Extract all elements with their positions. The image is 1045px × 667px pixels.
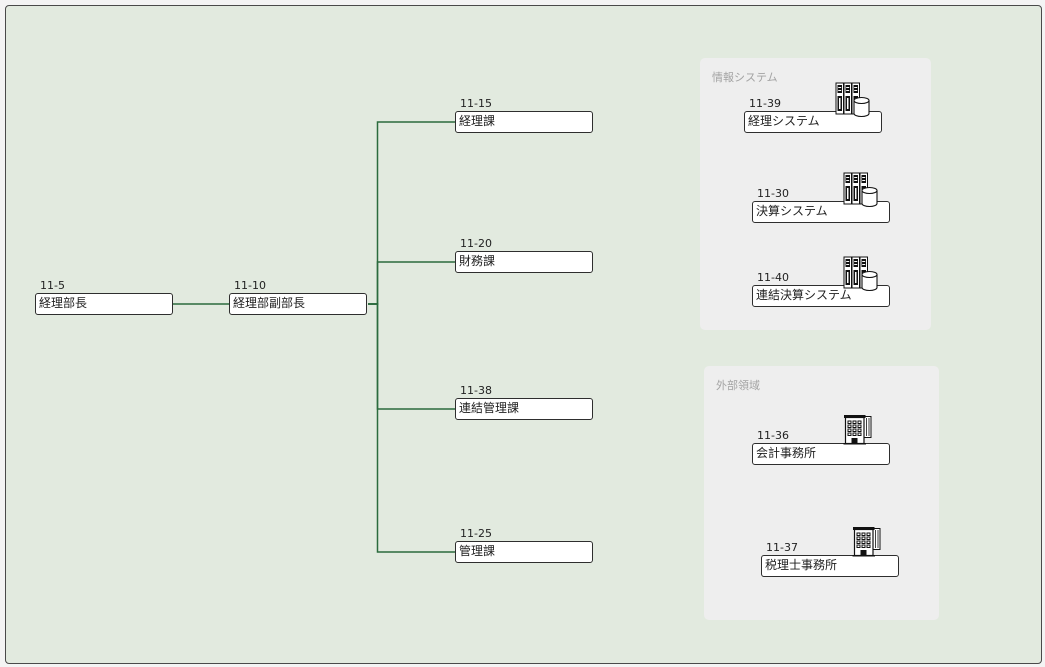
node-accounting-system[interactable]: 11-39 経理システム xyxy=(744,96,882,133)
node-box[interactable]: 決算システム xyxy=(752,201,890,223)
server-database-icon xyxy=(843,172,878,208)
node-box[interactable]: 管理課 xyxy=(455,541,593,563)
node-id-label: 11-20 xyxy=(460,237,492,250)
node-box[interactable]: 税理士事務所 xyxy=(761,555,899,577)
node-box[interactable]: 財務課 xyxy=(455,251,593,273)
connector-deputy-to-finance-section[interactable] xyxy=(368,261,455,305)
node-title: 税理士事務所 xyxy=(765,558,838,572)
node-id-label: 11-39 xyxy=(749,97,781,110)
node-id-label: 11-37 xyxy=(766,541,798,554)
node-accounting-firm[interactable]: 11-36 会計事務所 xyxy=(752,428,890,465)
node-id-label: 11-36 xyxy=(757,429,789,442)
node-consolidation-management-section[interactable]: 11-38 連結管理課 xyxy=(455,383,593,420)
node-id-label: 11-10 xyxy=(234,279,266,292)
node-id-label: 11-40 xyxy=(757,271,789,284)
node-box[interactable]: 会計事務所 xyxy=(752,443,890,465)
node-title: 財務課 xyxy=(459,254,496,268)
node-finance-section[interactable]: 11-20 財務課 xyxy=(455,236,593,273)
office-building-icon xyxy=(843,414,873,445)
node-closing-system[interactable]: 11-30 決算システム xyxy=(752,186,890,223)
node-accounting-director[interactable]: 11-5 経理部長 xyxy=(35,278,173,315)
node-title: 経理部副部長 xyxy=(233,296,306,310)
server-database-icon xyxy=(835,82,870,118)
node-title: 経理システム xyxy=(748,114,820,128)
node-deputy-accounting-director[interactable]: 11-10 経理部副部長 xyxy=(229,278,367,315)
node-tax-accountant-office[interactable]: 11-37 税理士事務所 xyxy=(761,540,899,577)
node-box[interactable]: 経理システム xyxy=(744,111,882,133)
connector-deputy-to-accounting-section[interactable] xyxy=(368,121,455,305)
group-title: 情報システム xyxy=(712,71,778,84)
connector-deputy-to-management-section[interactable] xyxy=(368,303,455,553)
group-title: 外部領域 xyxy=(716,379,760,392)
node-box[interactable]: 連結管理課 xyxy=(455,398,593,420)
node-box[interactable]: 経理部長 xyxy=(35,293,173,315)
server-database-icon xyxy=(843,256,878,292)
node-title: 経理部長 xyxy=(39,296,88,310)
group-external-area[interactable]: 外部領域 11-36 会計事務所 11-37 税理士事務所 xyxy=(704,366,939,620)
node-box[interactable]: 経理部副部長 xyxy=(229,293,367,315)
node-consolidated-closing-system[interactable]: 11-40 連結決算システム xyxy=(752,270,890,307)
node-id-label: 11-30 xyxy=(757,187,789,200)
node-title: 連結管理課 xyxy=(459,401,520,415)
node-id-label: 11-38 xyxy=(460,384,492,397)
node-title: 決算システム xyxy=(756,204,828,218)
node-id-label: 11-15 xyxy=(460,97,492,110)
node-management-section[interactable]: 11-25 管理課 xyxy=(455,526,593,563)
node-id-label: 11-5 xyxy=(40,279,65,292)
node-id-label: 11-25 xyxy=(460,527,492,540)
node-accounting-section[interactable]: 11-15 経理課 xyxy=(455,96,593,133)
connector-deputy-to-consolidation-section[interactable] xyxy=(368,303,455,410)
node-title: 会計事務所 xyxy=(756,446,817,460)
node-title: 連結決算システム xyxy=(756,288,852,302)
office-building-icon xyxy=(852,526,882,557)
group-information-systems[interactable]: 情報システム 11-39 経理システム 11-30 決算システム 11-40 連… xyxy=(700,58,931,330)
node-title: 経理課 xyxy=(459,114,496,128)
node-box[interactable]: 経理課 xyxy=(455,111,593,133)
node-box[interactable]: 連結決算システム xyxy=(752,285,890,307)
node-title: 管理課 xyxy=(459,544,496,558)
